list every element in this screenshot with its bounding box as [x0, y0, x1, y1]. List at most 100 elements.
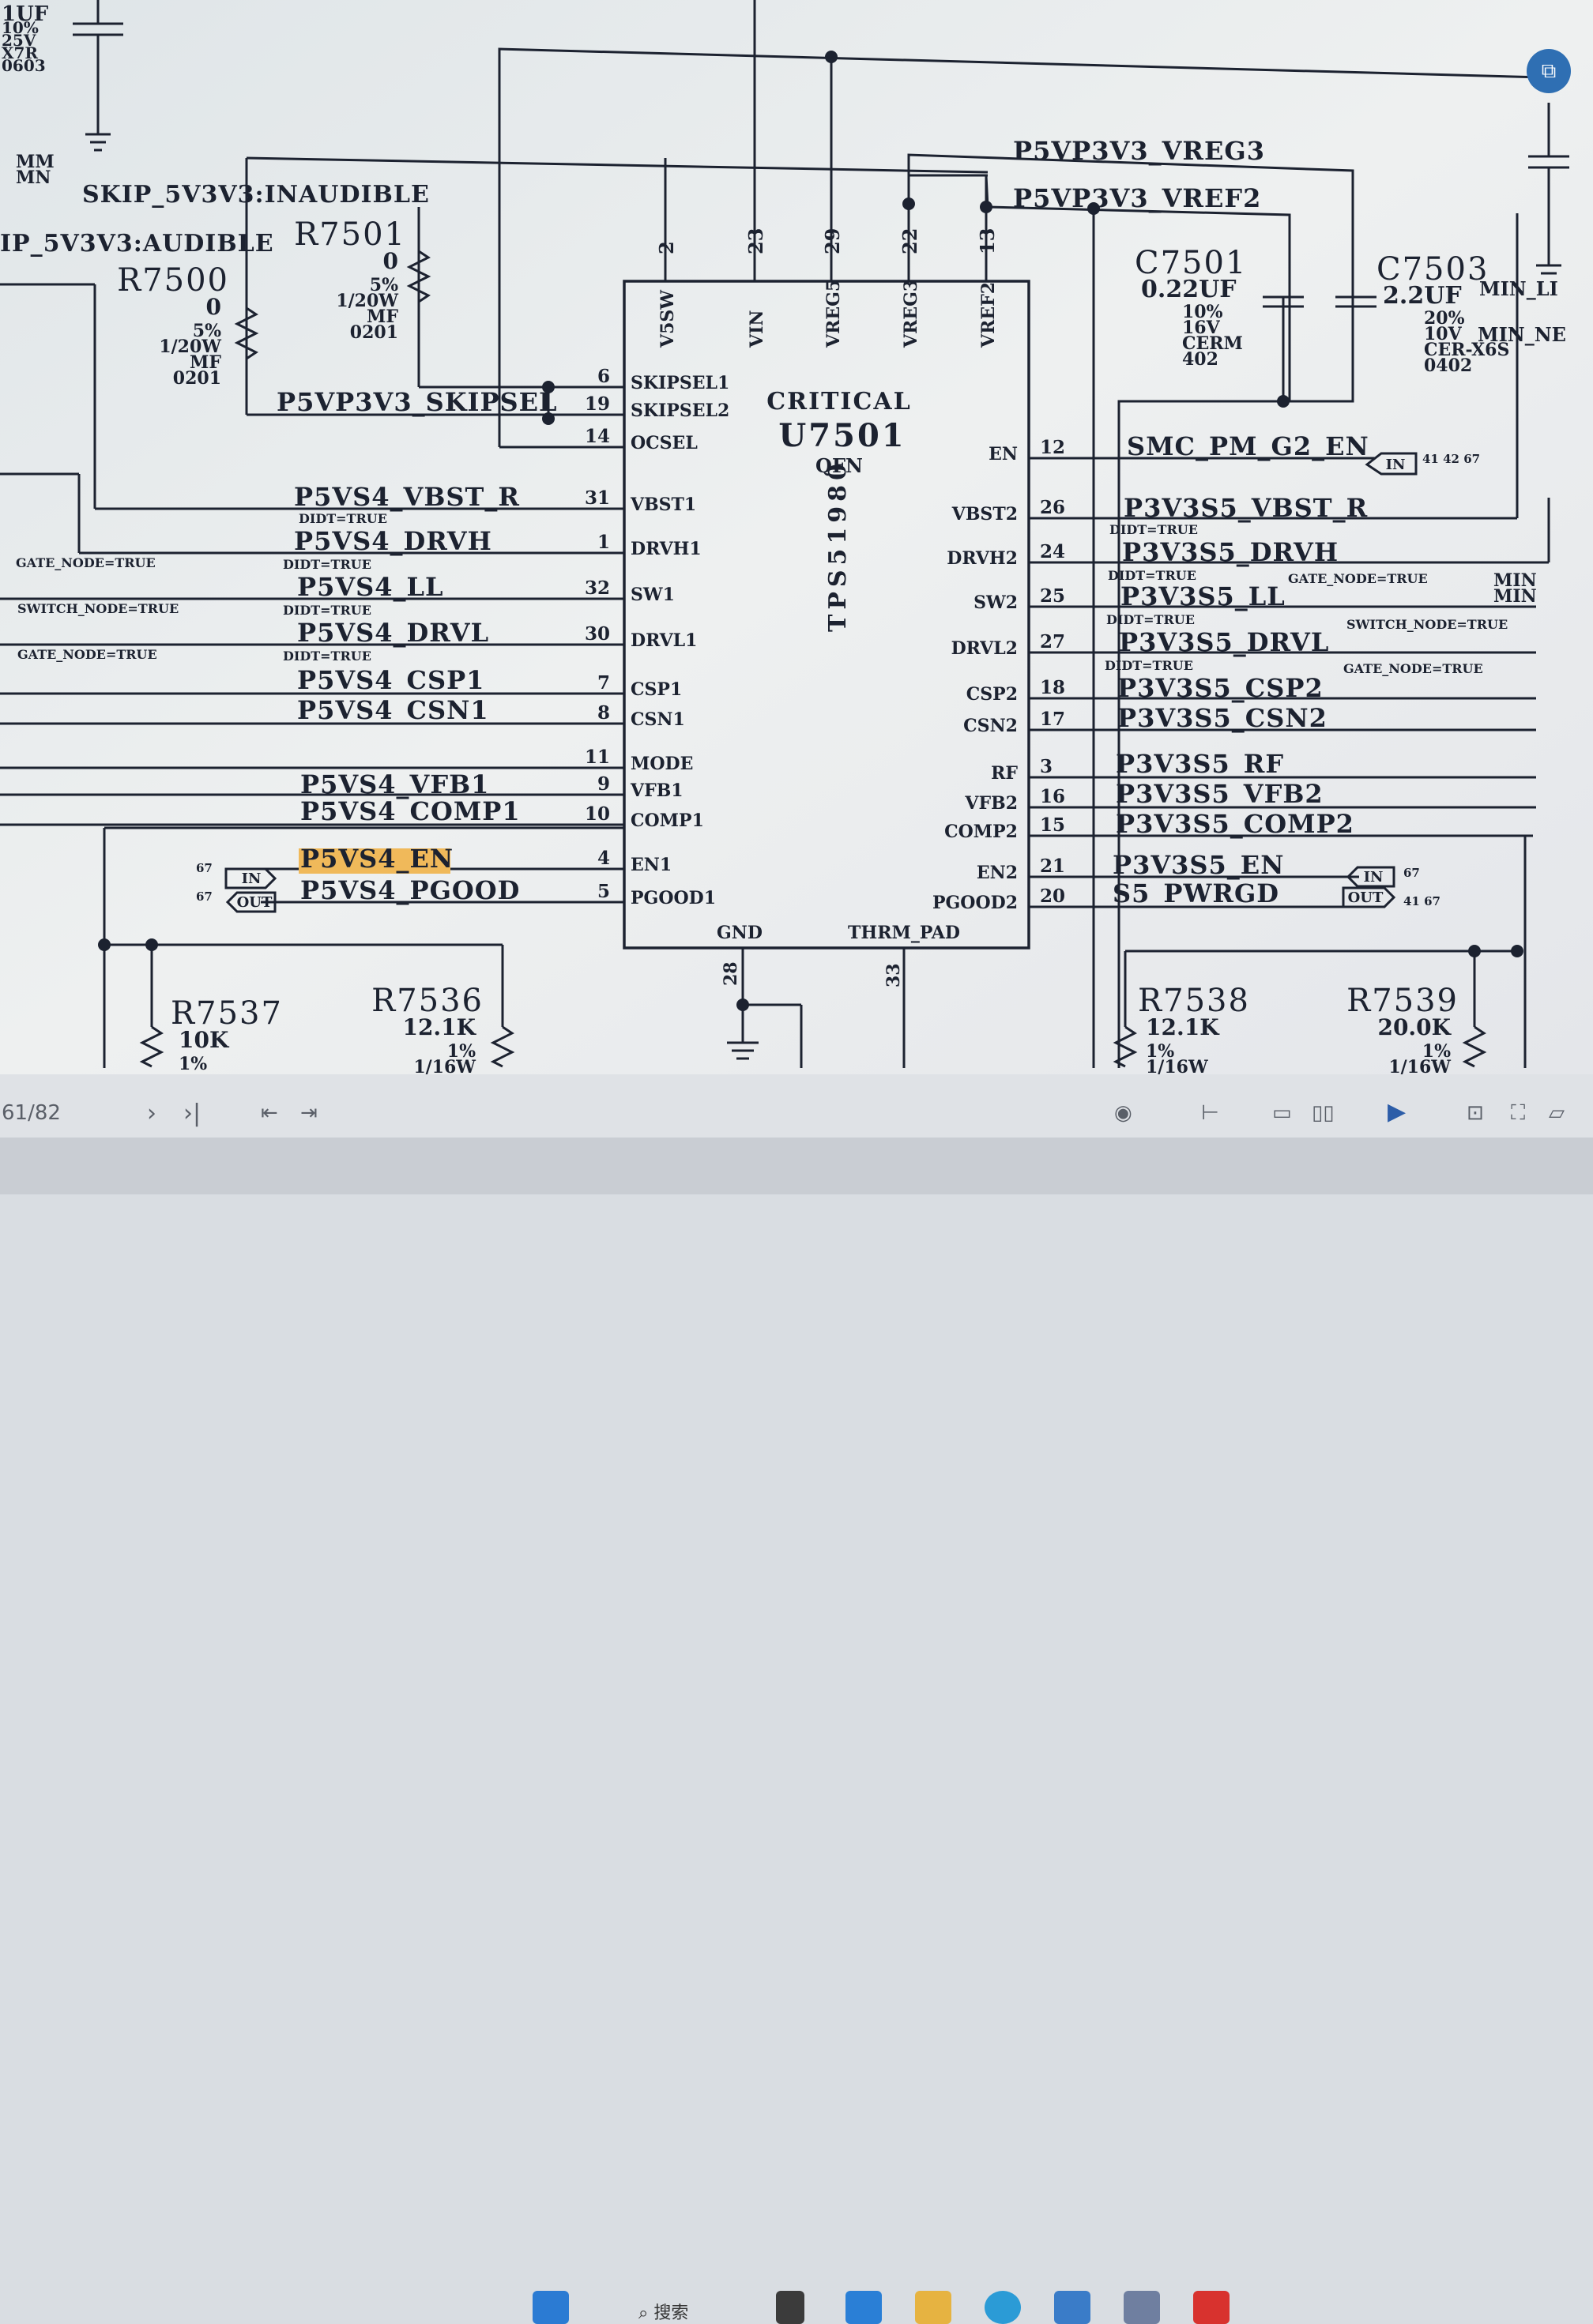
pin-number: 8 — [597, 702, 610, 724]
next-page-icon[interactable]: › — [147, 1100, 156, 1127]
fullscreen-icon[interactable]: ⛶ — [1511, 1101, 1526, 1125]
capacitor-attr: 10% — [2, 18, 39, 37]
capacitor-attr: CER-X6S — [1424, 340, 1509, 360]
net-label: P5VS4_DRVH — [294, 526, 492, 556]
attr-label: DIDT=TRUE — [283, 557, 371, 572]
search-button[interactable]: ⌕ 搜索 — [638, 2303, 689, 2323]
eye-icon[interactable]: ◉ — [1114, 1101, 1132, 1125]
capacitor-attr: 0.22UF — [1141, 276, 1237, 303]
pin-number: 13 — [976, 228, 999, 254]
net-label: P5VS4_VBST_R — [294, 482, 520, 512]
capacitor-ref: C7503 — [1376, 251, 1489, 288]
pin-number: 30 — [585, 623, 610, 645]
pin-number: 25 — [1040, 585, 1065, 607]
resistor-attr: 1/20W — [159, 337, 221, 357]
resistor-attr: 1% — [447, 1041, 476, 1062]
fit-width-icon[interactable]: ⊢ — [1201, 1101, 1219, 1125]
misc-label: MIN_LI — [1479, 277, 1558, 300]
pin-number: 6 — [597, 366, 610, 387]
resistor-attr: 12.1K — [402, 1014, 476, 1040]
net-label: P3V3S5_VBST_R — [1124, 493, 1368, 523]
part-number: TPS51980 — [824, 459, 852, 632]
comment-icon[interactable]: ▱ — [1549, 1101, 1565, 1125]
attr-label: DIDT=TRUE — [1108, 568, 1196, 583]
double-page-icon[interactable]: ▯▯ — [1312, 1101, 1335, 1125]
pin-number: 12 — [1040, 437, 1065, 458]
last-page-icon[interactable]: ›| — [183, 1100, 201, 1127]
pin-name: CSN1 — [631, 709, 685, 730]
back-icon[interactable]: ⇤ — [261, 1101, 278, 1125]
attr-label: DIDT=TRUE — [1106, 612, 1195, 627]
net-label: P3V3S5_DRVH — [1122, 537, 1339, 567]
net-label: SMC_PM_G2_EN — [1127, 431, 1369, 461]
start-icon[interactable] — [533, 2291, 569, 2324]
single-page-icon[interactable]: ▭ — [1272, 1101, 1292, 1125]
capacitor-attr: X7R — [2, 43, 38, 62]
net-label: P5VS4_CSP1 — [297, 665, 484, 695]
resistor-ref: R7501 — [294, 216, 406, 253]
resistor-attr: 1/16W — [1388, 1057, 1451, 1074]
page-indicator[interactable]: 61/82 — [2, 1101, 61, 1125]
misc-label: MIN — [1493, 586, 1537, 607]
widgets-icon[interactable] — [845, 2291, 882, 2324]
capacitor-attr: CERM — [1182, 333, 1243, 354]
pin-number: 19 — [585, 393, 610, 415]
pin-number: 11 — [585, 746, 610, 768]
wps-icon[interactable] — [1193, 2291, 1230, 2324]
resistor-glyphs — [139, 250, 1487, 1068]
resistor-attr: 0 — [383, 248, 398, 274]
resistor-ref: R7500 — [117, 262, 229, 299]
port-in: IN — [242, 871, 262, 887]
play-icon[interactable]: ▶ — [1388, 1098, 1407, 1126]
search-label: 搜索 — [653, 2303, 689, 2323]
pin-name: VBST1 — [630, 495, 696, 515]
forward-icon[interactable]: ⇥ — [300, 1101, 318, 1125]
net-label: S5_PWRGD — [1113, 878, 1279, 908]
net-label: SKIP_5V3V3:INAUDIBLE — [82, 181, 430, 209]
pin-number: 15 — [1040, 814, 1065, 836]
pin-name: SKIPSEL2 — [631, 400, 729, 421]
resistor-attr: 0201 — [173, 368, 221, 389]
resistor-attr: MF — [190, 352, 221, 373]
resistor-attr: 5% — [193, 321, 221, 341]
net-label: P3V3S5_RF — [1116, 749, 1284, 779]
file-explorer-icon[interactable] — [915, 2291, 951, 2324]
net-label: P5VS4_LL — [297, 572, 444, 602]
pin-name: PGOOD2 — [932, 893, 1018, 913]
capacitor-attr: 10V — [1424, 324, 1463, 344]
part-ref: U7501 — [778, 417, 906, 454]
net-label: P5VP3V3_SKIPSEL — [277, 387, 558, 417]
net-label: P5VS4_EN — [300, 844, 454, 874]
net-label: P5VP3V3_VREF2 — [1013, 183, 1261, 213]
net-label: P5VS4_VFB1 — [300, 769, 489, 799]
net-label: P5VS4_COMP1 — [300, 796, 521, 826]
resistor-ref: R7538 — [1138, 983, 1250, 1019]
pin-name: EN2 — [977, 863, 1018, 883]
pin-name: VREF2 — [978, 282, 999, 348]
floating-tool-icon[interactable]: ⧉ — [1527, 49, 1571, 93]
pin-name: DRVH2 — [947, 548, 1018, 569]
capacitor-attr: 0402 — [1424, 355, 1472, 376]
edge-icon[interactable] — [985, 2291, 1021, 2324]
app-icon[interactable] — [1124, 2291, 1160, 2324]
net-label: P3V3S5_EN — [1113, 850, 1284, 880]
pin-name: COMP2 — [944, 822, 1018, 842]
port-ref: 67 — [1403, 866, 1420, 880]
misc-label: MN — [16, 167, 51, 188]
store-icon[interactable] — [1054, 2291, 1090, 2324]
capacitor-attr: 402 — [1182, 349, 1218, 370]
net-highlight — [299, 848, 450, 874]
pin-name: OCSEL — [631, 433, 698, 453]
port-ref: 41 67 — [1403, 894, 1440, 908]
pin-name: EN — [989, 444, 1018, 464]
task-view-icon[interactable] — [776, 2291, 804, 2324]
actual-size-icon[interactable]: ⊡ — [1467, 1101, 1484, 1125]
pin-name: RF — [991, 763, 1018, 784]
pin-number: 9 — [597, 773, 610, 795]
resistor-attr: 1% — [1146, 1041, 1174, 1062]
resistor-attr: 10K — [179, 1027, 230, 1053]
attr-label: DIDT=TRUE — [1109, 522, 1198, 537]
capacitor-attr: 25V — [2, 31, 36, 50]
pin-number: 24 — [1040, 541, 1065, 562]
